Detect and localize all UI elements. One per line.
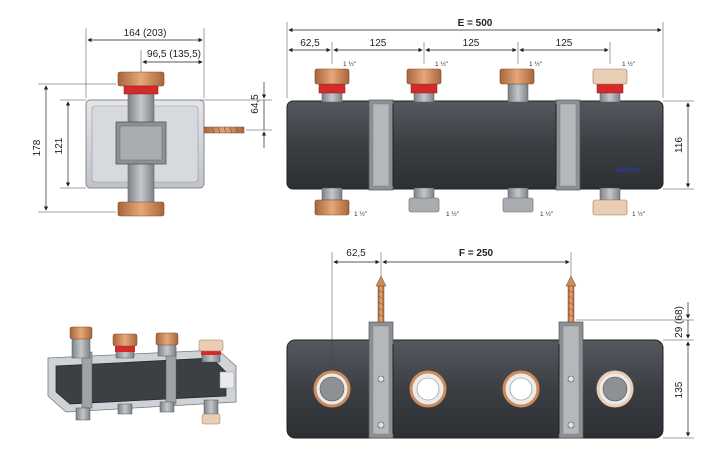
top-thread-label-3: 1 ½" — [529, 60, 543, 68]
top-thread-label-4: 1 ½" — [622, 60, 636, 68]
top-connection-3 — [499, 68, 535, 103]
port-4 — [596, 370, 634, 408]
front-bottom-connections — [314, 187, 628, 216]
bottom-connection-4 — [592, 187, 628, 216]
iso-top-fittings — [69, 326, 224, 363]
mounting-screw-left — [375, 275, 387, 323]
dim-top-bracket-label: 29 (68) — [674, 306, 685, 338]
front-brand-label: Meibes — [616, 167, 640, 174]
dim-spacing-label-2: 125 — [463, 38, 480, 49]
side-top-fitting — [117, 71, 165, 87]
iso-insulation — [55, 357, 227, 405]
side-view: 164 (203) 96,5 (135,5) 178 121 64,5 — [32, 28, 272, 217]
port-2 — [409, 370, 447, 408]
isometric-view — [47, 326, 237, 425]
dim-bracket-label: 64,5 — [250, 94, 261, 114]
bottom-connection-1 — [314, 187, 350, 216]
dim-height-inner-label: 121 — [54, 137, 65, 154]
dim-top-offset-label: 62,5 — [346, 248, 366, 259]
bottom-thread-label-2: 1 ½" — [446, 210, 460, 218]
bottom-connection-2 — [408, 187, 440, 213]
dim-front-height-label: 116 — [674, 137, 685, 153]
front-top-connections — [314, 68, 628, 103]
bottom-connection-3 — [502, 187, 534, 213]
iso-bottom-fittings — [75, 399, 221, 425]
dim-first-offset-label: 62,5 — [300, 38, 320, 49]
side-bottom-fitting — [117, 201, 165, 217]
top-view: 62,5 F = 250 29 (68) 135 — [286, 248, 694, 439]
port-1 — [313, 370, 351, 408]
front-view: Meibes — [286, 18, 694, 218]
top-connection-2 — [406, 68, 442, 103]
dim-offset-label: 96,5 (135,5) — [147, 49, 201, 60]
top-thread-label-2: 1 ½" — [435, 60, 449, 68]
dim-total-label: E = 500 — [458, 18, 493, 29]
port-3 — [502, 370, 540, 408]
top-connection-1 — [314, 68, 350, 103]
top-thread-label-1: 1 ½" — [343, 60, 357, 68]
dim-spacing-label-3: 125 — [556, 38, 573, 49]
dim-span-label: F = 250 — [459, 248, 494, 259]
dim-height-outer-label: 178 — [32, 139, 43, 156]
side-red-ring — [123, 85, 159, 95]
dim-width-label: 164 (203) — [124, 28, 167, 39]
bottom-thread-label-3: 1 ½" — [540, 210, 554, 218]
mounting-screw-right — [565, 275, 577, 323]
top-connection-4 — [592, 68, 628, 103]
front-insulation-body — [286, 100, 664, 190]
dim-top-height-label: 135 — [674, 381, 685, 398]
dim-spacing-label-1: 125 — [370, 38, 387, 49]
bottom-thread-label-1: 1 ½" — [354, 210, 368, 218]
bottom-thread-label-4: 1 ½" — [632, 210, 646, 218]
